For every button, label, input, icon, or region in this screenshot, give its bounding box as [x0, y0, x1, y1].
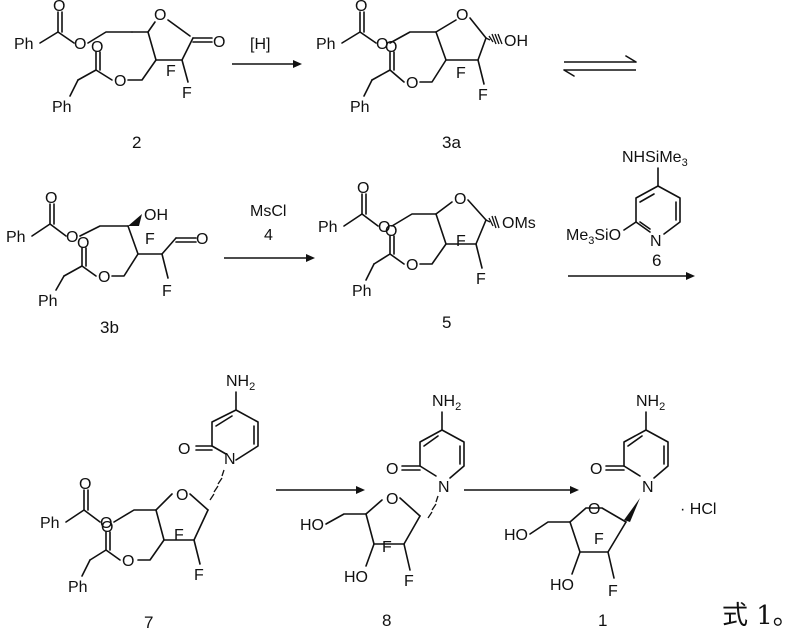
ph-label: Ph: [52, 99, 72, 116]
hcl-label: · HCl: [680, 501, 716, 518]
f-label: F: [174, 527, 184, 544]
ph-label: Ph: [352, 283, 372, 300]
f-label: F: [608, 583, 618, 600]
o-label: O: [213, 34, 225, 51]
o-label: O: [79, 476, 91, 493]
ph-label: Ph: [350, 99, 370, 116]
o-label: O: [376, 36, 388, 53]
nh2-label: NH2: [226, 373, 255, 393]
f-label: F: [594, 531, 604, 548]
reagent-mscl-label: MsCl: [250, 203, 286, 220]
f-label: F: [404, 573, 414, 590]
o-label: O: [456, 7, 468, 24]
o-label: O: [122, 553, 134, 570]
ph-label: Ph: [68, 579, 88, 596]
nh2-label: NH2: [432, 393, 461, 413]
o-label: O: [114, 73, 126, 90]
o-label: O: [590, 461, 602, 478]
f-label: F: [478, 87, 488, 104]
f-label: F: [194, 567, 204, 584]
f-label: F: [456, 233, 466, 250]
f-label: F: [476, 271, 486, 288]
o-label: O: [196, 231, 208, 248]
reaction-arrow: [568, 272, 695, 280]
o-label: O: [385, 39, 397, 56]
f-label: F: [145, 231, 155, 248]
o-label: O: [176, 487, 188, 504]
ph-label: Ph: [40, 515, 60, 532]
oh-label: OH: [144, 207, 168, 224]
compound-8-structure: NH2 N O HO O F F HO: [300, 393, 465, 590]
ho-label: HO: [300, 517, 324, 534]
o-label: O: [386, 491, 398, 508]
reaction-arrow: [232, 60, 302, 68]
compound-label-3a: 3a: [442, 133, 461, 152]
compound-6-structure: NHSiMe3 N Me3SiO: [566, 149, 688, 250]
compound-3b-structure: Ph O O OH F O F O O Ph: [6, 190, 208, 310]
compound-label-1: 1: [598, 611, 607, 630]
o-label: O: [378, 219, 390, 236]
o-label: O: [154, 7, 166, 24]
ho-label: HO: [344, 569, 368, 586]
n-label: N: [438, 479, 450, 496]
ph-label: Ph: [318, 219, 338, 236]
o-label: O: [385, 223, 397, 240]
compound-label-5: 5: [442, 313, 451, 332]
o-label: O: [98, 269, 110, 286]
equilibrium-arrow: [563, 55, 637, 77]
o-label: O: [74, 36, 86, 53]
o-label: O: [77, 235, 89, 252]
o-label: O: [45, 190, 57, 207]
compound-5-structure: Ph O O O OMs F F O O Ph: [318, 180, 536, 300]
o-label: O: [357, 180, 369, 197]
reaction-arrow: [464, 486, 579, 494]
compound-3a-structure: Ph O O O OH F F O O Ph: [316, 0, 528, 116]
compound-2-structure: Ph O O O O F F O O Ph: [14, 0, 225, 116]
compound-label-8: 8: [382, 611, 391, 630]
o-label: O: [406, 75, 418, 92]
o-label: O: [454, 191, 466, 208]
ph-label: Ph: [38, 293, 58, 310]
n-label: N: [224, 451, 236, 468]
f-label: F: [382, 539, 392, 556]
compound-label-2: 2: [132, 133, 141, 152]
reagent-4-label: 4: [264, 227, 273, 244]
ph-label: Ph: [14, 36, 34, 53]
o-label: O: [100, 515, 112, 532]
compound-label-6: 6: [652, 251, 661, 270]
o-label: O: [178, 441, 190, 458]
n-label: N: [650, 233, 662, 250]
compound-label-3b: 3b: [100, 318, 119, 337]
formula-label: 式 1。: [722, 601, 799, 631]
f-label: F: [456, 65, 466, 82]
me3sio-label: Me3SiO: [566, 227, 621, 247]
o-label: O: [53, 0, 65, 15]
reaction-arrow: [276, 486, 365, 494]
compound-7-structure: NH2 N O Ph O O O F F O O Ph: [40, 373, 259, 596]
f-label: F: [166, 63, 176, 80]
o-label: O: [406, 257, 418, 274]
ph-label: Ph: [316, 36, 336, 53]
o-label: O: [386, 461, 398, 478]
f-label: F: [182, 85, 192, 102]
o-label: O: [588, 501, 600, 518]
o-label: O: [66, 229, 78, 246]
ph-label: Ph: [6, 229, 26, 246]
o-label: O: [355, 0, 367, 15]
o-label: O: [101, 519, 113, 536]
reaction-arrow: [224, 254, 315, 262]
n-label: N: [642, 479, 654, 496]
nhsime3-label: NHSiMe3: [622, 149, 688, 169]
o-label: O: [91, 39, 103, 56]
compound-label-7: 7: [144, 613, 153, 632]
oms-label: OMs: [502, 215, 536, 232]
oh-label: OH: [504, 33, 528, 50]
ho-label: HO: [550, 577, 574, 594]
f-label: F: [162, 283, 172, 300]
reagent-h-label: [H]: [250, 36, 270, 53]
ho-label: HO: [504, 527, 528, 544]
nh2-label: NH2: [636, 393, 665, 413]
compound-1-structure: NH2 N O HO O F F HO: [504, 393, 669, 600]
